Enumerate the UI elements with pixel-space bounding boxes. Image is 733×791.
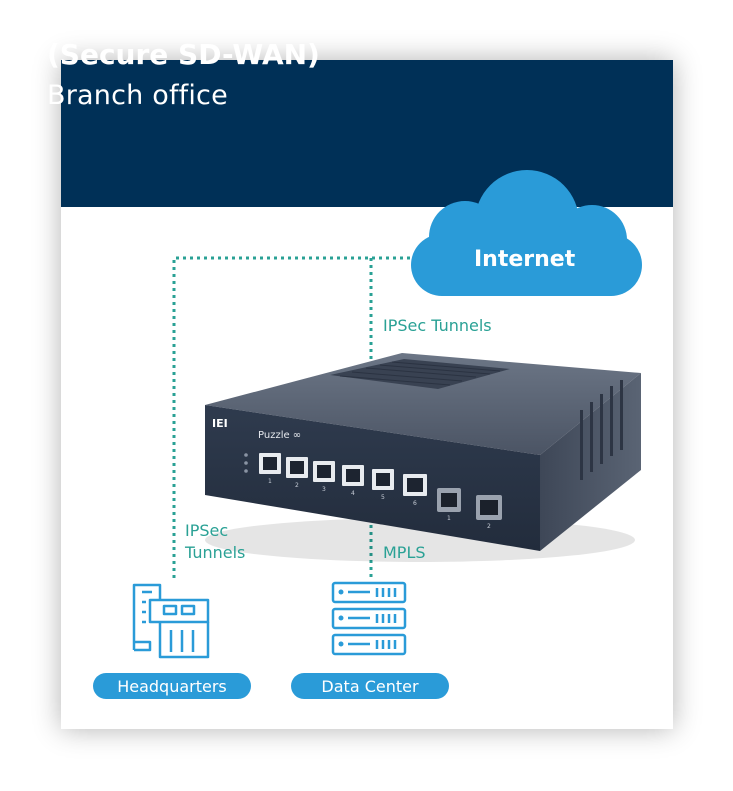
internet-label: Internet [474,247,576,272]
sfp-number-2: 2 [487,523,491,530]
top-vent-grill [330,359,510,389]
data-center-badge: Data Center [291,673,449,699]
diagram-subtitle: Branch office [47,80,228,111]
port-number-4: 4 [351,490,355,497]
port-number-2: 2 [295,482,299,489]
port-number-3: 3 [322,486,326,493]
mpls-label: MPLS [383,543,426,562]
header-banner [61,60,673,207]
ipsec-label-left: IPSec [185,521,229,540]
model-label: Puzzle ∞ [258,430,301,441]
tunnels-label-left: Tunnels [185,543,246,562]
port-number-5: 5 [381,494,385,501]
headquarters-badge: Headquarters [93,673,251,699]
rj45-port-group [259,453,427,496]
left-ipsec-tunnel-line [172,256,420,578]
iei-logo: IEI [212,417,228,430]
port-number-6: 6 [413,500,417,507]
port-number-1: 1 [268,478,272,485]
sfp-port-group [437,488,502,520]
device-top-panel [205,353,641,455]
sfp-number-1: 1 [447,515,451,522]
ipsec-tunnels-label-right: IPSec Tunnels [383,316,492,335]
diagram-title: (Secure SD-WAN) [47,38,320,71]
